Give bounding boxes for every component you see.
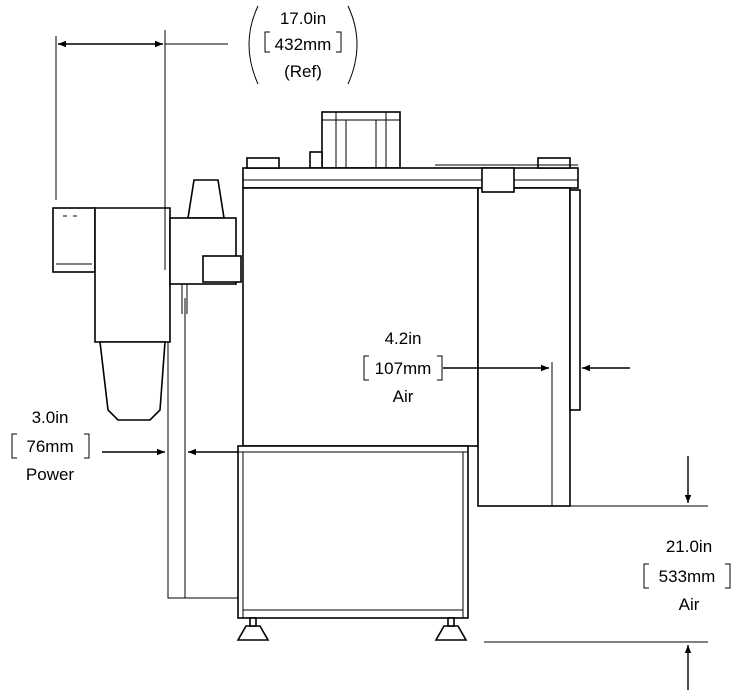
width-ref: (Ref): [284, 62, 322, 81]
left-foot: [236, 625, 270, 641]
side-air-label: Air: [393, 387, 414, 406]
accessory-chute: [99, 341, 166, 421]
right-foot: [434, 625, 468, 641]
side-air-inches: 4.2in: [385, 329, 422, 348]
width-dimension: 17.0in 432mm (Ref): [55, 5, 358, 270]
power-label: Power: [26, 465, 75, 484]
side-air-dimension: 4.2in 107mm Air: [363, 329, 630, 406]
power-dimension: 3.0in 76mm Power: [11, 408, 238, 484]
power-conduit: [167, 282, 238, 599]
right-side-unit: [477, 187, 571, 507]
bottom-air-dimension: 21.0in 533mm Air: [484, 456, 731, 690]
lower-cabinet: [237, 445, 469, 619]
bottom-air-label: Air: [679, 595, 700, 614]
top-hopper: [321, 111, 401, 169]
grinder-top: [187, 179, 225, 219]
power-inches: 3.0in: [32, 408, 69, 427]
power-mm: 76mm: [26, 437, 73, 456]
bottom-air-mm: 533mm: [659, 567, 716, 586]
top-plate: [242, 167, 579, 189]
main-cabinet: [242, 187, 479, 447]
width-inches: 17.0in: [280, 9, 326, 28]
accessory-body: [94, 207, 171, 343]
machine-outline: [52, 111, 581, 641]
width-mm: 432mm: [275, 35, 332, 54]
side-air-mm: 107mm: [375, 359, 432, 378]
accessory-bracket: [52, 207, 96, 273]
bottom-air-inches: 21.0in: [666, 537, 712, 556]
